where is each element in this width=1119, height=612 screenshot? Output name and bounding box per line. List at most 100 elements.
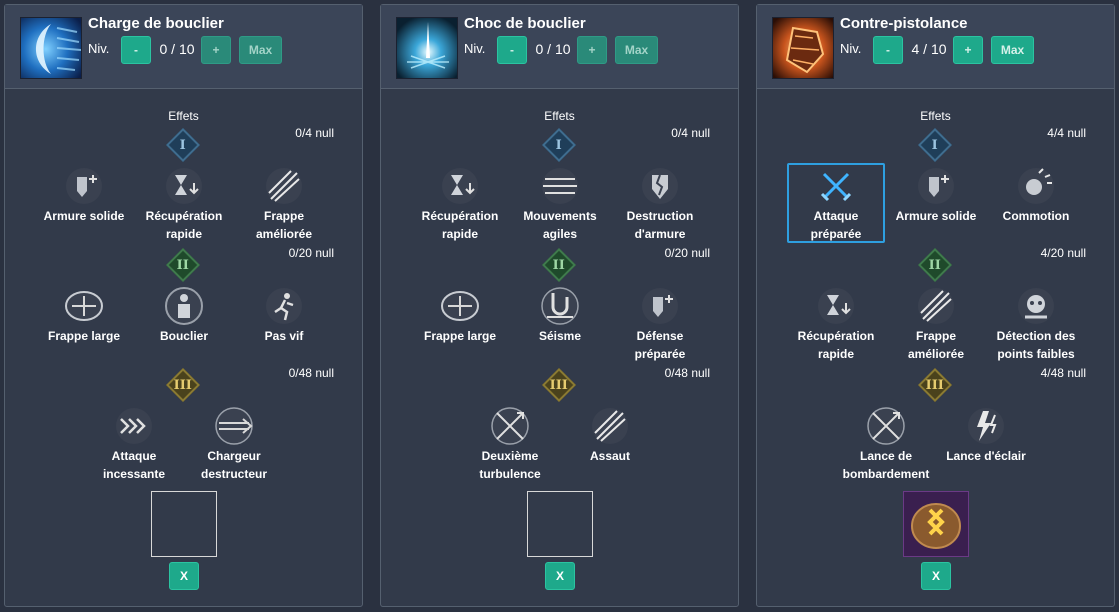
effect-node-frappe-amelioree[interactable]: Frappe améliorée bbox=[235, 165, 333, 245]
tier-1-badge: I bbox=[166, 128, 200, 162]
tier-1-points: 0/4 null bbox=[295, 126, 334, 140]
crossed-swords-icon bbox=[815, 165, 857, 207]
level-max-button[interactable]: Max bbox=[239, 36, 282, 64]
level-decrease-button[interactable]: - bbox=[497, 36, 527, 64]
level-label: Niv. bbox=[840, 41, 862, 56]
tier-1-badge: I bbox=[542, 128, 576, 162]
tier-3-badge: III bbox=[542, 368, 576, 402]
rune-slot-empty[interactable] bbox=[527, 491, 593, 557]
armor-break-icon bbox=[639, 165, 681, 207]
skill-panel-contre-pistolance: Contre-pistolance Niv. - 4 / 10 + Max Ef… bbox=[756, 4, 1115, 607]
shield-plus-icon bbox=[63, 165, 105, 207]
level-max-button[interactable]: Max bbox=[991, 36, 1034, 64]
tier-3-badge: III bbox=[166, 368, 200, 402]
shield-plus-icon bbox=[639, 285, 681, 327]
effect-node-bouclier[interactable]: Bouclier bbox=[135, 285, 233, 365]
level-decrease-button[interactable]: - bbox=[121, 36, 151, 64]
skill-title: Charge de bouclier bbox=[88, 15, 224, 32]
tier-2-points: 0/20 null bbox=[664, 246, 710, 260]
skill-icon-blue-impact bbox=[396, 17, 458, 79]
effect-node-lance-d-eclair[interactable]: Lance d'éclair bbox=[937, 405, 1035, 485]
hourglass-down-icon bbox=[439, 165, 481, 207]
skill-panel-choc-de-bouclier: Choc de bouclier Niv. - 0 / 10 + Max Eff… bbox=[380, 4, 739, 607]
effect-node-defense-preparee[interactable]: Défense préparée bbox=[611, 285, 709, 365]
panel-header: Charge de bouclier Niv. - 0 / 10 + Max bbox=[5, 5, 362, 89]
level-decrease-button[interactable]: - bbox=[873, 36, 903, 64]
skill-icon-orange-shield bbox=[772, 17, 834, 79]
level-value: 4 / 10 bbox=[911, 41, 947, 57]
level-increase-button[interactable]: + bbox=[201, 36, 231, 64]
level-value: 0 / 10 bbox=[535, 41, 571, 57]
skill-icon-blue-crescent bbox=[20, 17, 82, 79]
hourglass-down-icon bbox=[163, 165, 205, 207]
remove-rune-button[interactable]: X bbox=[545, 562, 575, 590]
effect-node-frappe-amelioree[interactable]: Frappe améliorée bbox=[887, 285, 985, 365]
effects-label: Effets bbox=[168, 109, 199, 123]
level-increase-button[interactable]: + bbox=[953, 36, 983, 64]
crossed-arrows-icon bbox=[865, 405, 907, 447]
rune-stone-icon bbox=[911, 503, 961, 549]
skill-panel-charge-de-bouclier: Charge de bouclier Niv. - 0 / 10 + Max E… bbox=[4, 4, 363, 607]
effect-node-armure-solide[interactable]: Armure solide bbox=[35, 165, 133, 245]
effect-node-armure-solide[interactable]: Armure solide bbox=[887, 165, 985, 245]
shield-plus-icon bbox=[915, 165, 957, 207]
arrows-out-icon bbox=[439, 285, 481, 327]
tier-1-points: 0/4 null bbox=[671, 126, 710, 140]
tier-3-points: 0/48 null bbox=[288, 366, 334, 380]
tier-3-badge: III bbox=[918, 368, 952, 402]
effect-node-seisme[interactable]: Séisme bbox=[511, 285, 609, 365]
effect-node-pas-vif[interactable]: Pas vif bbox=[235, 285, 333, 365]
tier-2-points: 4/20 null bbox=[1040, 246, 1086, 260]
remove-rune-button[interactable]: X bbox=[169, 562, 199, 590]
panel-header: Contre-pistolance Niv. - 4 / 10 + Max bbox=[757, 5, 1114, 89]
effect-node-assaut[interactable]: Assaut bbox=[561, 405, 659, 485]
level-label: Niv. bbox=[464, 41, 486, 56]
tier-3-points: 4/48 null bbox=[1040, 366, 1086, 380]
chevrons-right-icon bbox=[113, 405, 155, 447]
tier-2-badge: II bbox=[166, 248, 200, 282]
skull-target-icon bbox=[1015, 285, 1057, 327]
rune-slot-equipped[interactable] bbox=[903, 491, 969, 557]
tier-1-points: 4/4 null bbox=[1047, 126, 1086, 140]
level-increase-button[interactable]: + bbox=[577, 36, 607, 64]
slash-burst-icon bbox=[589, 405, 631, 447]
speed-lines-icon bbox=[539, 165, 581, 207]
level-value: 0 / 10 bbox=[159, 41, 195, 57]
tier-1-badge: I bbox=[918, 128, 952, 162]
crossed-arrows-icon bbox=[489, 405, 531, 447]
tier-2-points: 0/20 null bbox=[288, 246, 334, 260]
lightning-icon bbox=[965, 405, 1007, 447]
effect-node-attaque-preparee[interactable]: Attaque préparée bbox=[787, 163, 885, 243]
slash-burst-icon bbox=[263, 165, 305, 207]
effect-node-frappe-large[interactable]: Frappe large bbox=[411, 285, 509, 365]
effects-label: Effets bbox=[544, 109, 575, 123]
arrows-out-icon bbox=[63, 285, 105, 327]
remove-rune-button[interactable]: X bbox=[921, 562, 951, 590]
skill-title: Contre-pistolance bbox=[840, 15, 968, 32]
tier-2-badge: II bbox=[918, 248, 952, 282]
tier-3-points: 0/48 null bbox=[664, 366, 710, 380]
tier-2-badge: II bbox=[542, 248, 576, 282]
effect-node-commotion[interactable]: Commotion bbox=[987, 165, 1085, 245]
effect-node-frappe-large[interactable]: Frappe large bbox=[35, 285, 133, 365]
level-max-button[interactable]: Max bbox=[615, 36, 658, 64]
skill-title: Choc de bouclier bbox=[464, 15, 586, 32]
slash-burst-icon bbox=[915, 285, 957, 327]
rune-slot-empty[interactable] bbox=[151, 491, 217, 557]
panel-header: Choc de bouclier Niv. - 0 / 10 + Max bbox=[381, 5, 738, 89]
effects-label: Effets bbox=[920, 109, 951, 123]
level-label: Niv. bbox=[88, 41, 110, 56]
stun-icon bbox=[1015, 165, 1057, 207]
hourglass-down-icon bbox=[815, 285, 857, 327]
runner-icon bbox=[263, 285, 305, 327]
